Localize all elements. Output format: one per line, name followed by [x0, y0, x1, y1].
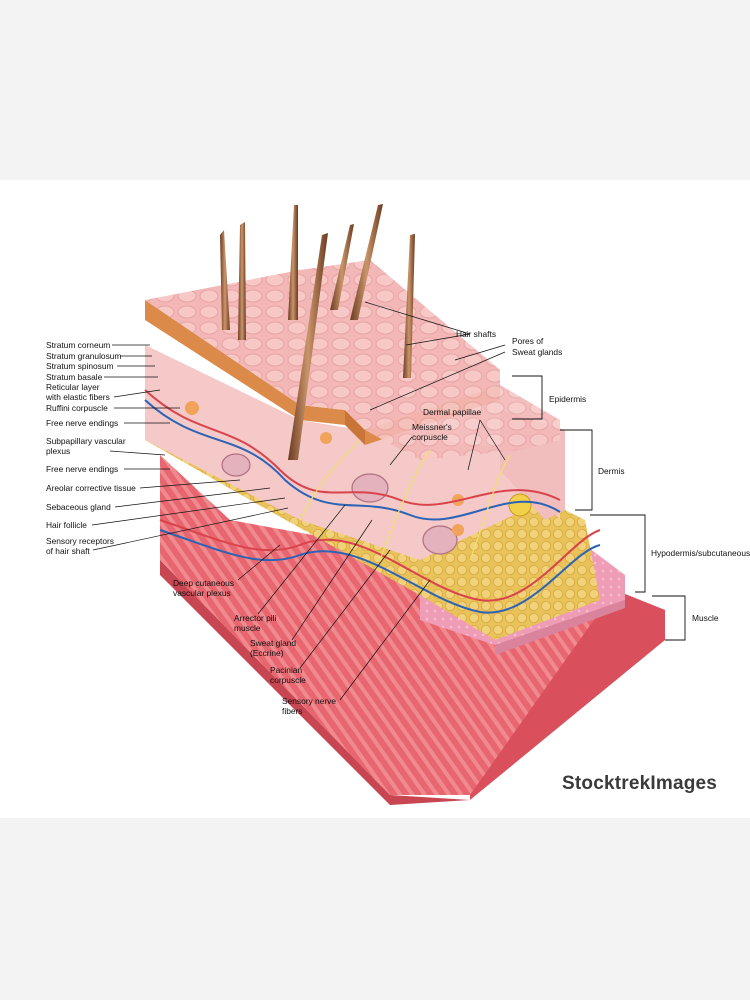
label-meissner-1: Meissner's	[412, 422, 452, 432]
label-sensory-nerve-1: Sensory nerve	[282, 696, 336, 706]
label-epidermis: Epidermis	[549, 394, 587, 404]
label-sweat-gland-2: (Eccrine)	[250, 648, 284, 658]
label-deep-plexus-1: Deep cutaneous	[173, 578, 234, 588]
label-reticular-layer: Reticular layer	[46, 382, 100, 392]
muscle-layer	[160, 455, 665, 805]
label-sweat-gland-1: Sweat gland	[250, 638, 297, 648]
hair-shafts	[220, 204, 415, 460]
label-muscle: Muscle	[692, 613, 719, 623]
label-elastic-fibers: with elastic fibers	[46, 392, 110, 402]
label-plexus: plexus	[46, 446, 71, 456]
label-arrector-1: Arrector pili	[234, 613, 277, 623]
label-sebaceous-gland: Sebaceous gland	[46, 502, 111, 512]
label-stratum-granulosum: Stratum granulosum	[46, 351, 122, 361]
label-pacinian-2: corpuscle	[270, 675, 306, 685]
label-sensory-nerve-2: fibers	[282, 706, 303, 716]
label-dermal-papillae: Dermal papillae	[423, 407, 482, 417]
label-ruffini-corpuscle: Ruffini corpuscle	[46, 403, 108, 413]
label-stratum-corneum: Stratum corneum	[46, 340, 111, 350]
label-free-nerve-endings-2: Free nerve endings	[46, 464, 119, 474]
label-subpapillary-plexus: Subpapillary vascular	[46, 436, 126, 446]
label-pacinian-1: Pacinian	[270, 665, 303, 675]
label-hair-shaft: of hair shaft	[46, 546, 90, 556]
label-arrector-2: muscle	[234, 623, 261, 633]
leader-lines	[91, 301, 506, 701]
label-stratum-basale: Stratum basale	[46, 372, 103, 382]
label-deep-plexus-2: vascular plexus	[173, 588, 231, 598]
label-sensory-receptors: Sensory receptors	[46, 536, 114, 546]
label-meissner-2: corpuscle	[412, 432, 448, 442]
label-hair-follicle: Hair follicle	[46, 520, 87, 530]
vascular-plexus	[144, 389, 601, 614]
label-pores-2: Sweat glands	[512, 347, 563, 357]
label-dermis: Dermis	[598, 466, 625, 476]
label-hair-shafts: Hair shafts	[456, 329, 497, 339]
label-hypodermis: Hypodermis/subcutaneous	[651, 548, 750, 558]
watermark: StocktrekImages	[562, 773, 718, 794]
label-areolar-tissue: Areolar corrective tissue	[46, 483, 136, 493]
sensory-nerve-fibers	[299, 439, 511, 561]
label-pores-1: Pores of	[512, 336, 544, 346]
label-free-nerve-endings-1: Free nerve endings	[46, 418, 119, 428]
label-stratum-spinosum: Stratum spinosum	[46, 361, 114, 371]
layer-brackets	[512, 375, 686, 641]
